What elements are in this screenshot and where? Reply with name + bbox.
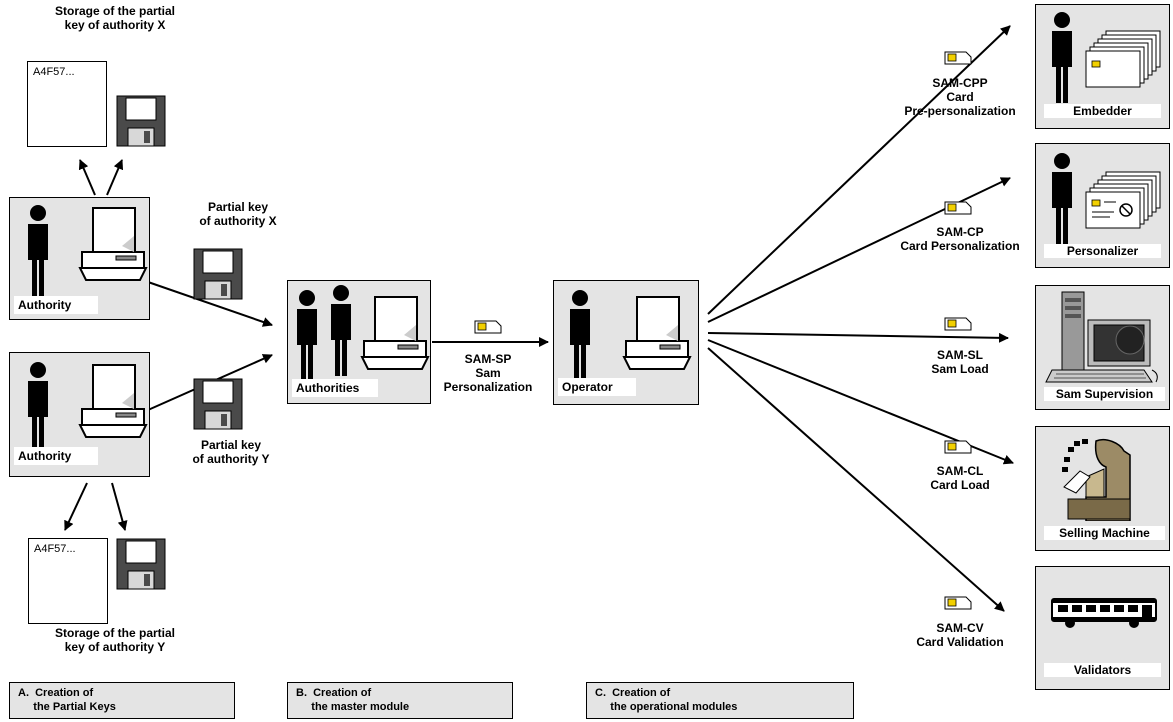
operator-label: Operator xyxy=(558,378,636,396)
flow-sam-cp-label: SAM-CP Card Personalization xyxy=(900,225,1020,253)
partial-key-x-label: Partial key of authority X xyxy=(199,200,277,228)
embedder-box: Embedder xyxy=(1035,4,1170,129)
validators-box: Validators xyxy=(1035,566,1170,690)
arrow-authority-x-to-disk xyxy=(106,159,124,196)
partial-key-y-label: Partial key of authority Y xyxy=(192,438,270,466)
bus-icon xyxy=(1051,598,1157,628)
phase-b-label: B. Creation of the master module xyxy=(287,682,513,719)
sam-supervision-label: Sam Supervision xyxy=(1044,387,1165,401)
computer-icon xyxy=(622,296,692,370)
person-icon xyxy=(570,290,590,381)
authorities-label: Authorities xyxy=(292,379,378,397)
flow-sam-cv-label: SAM-CV Card Validation xyxy=(916,621,1004,649)
phase-c-label: C. Creation of the operational modules xyxy=(586,682,854,719)
floppy-disk-icon xyxy=(116,538,166,590)
selling-machine-label: Selling Machine xyxy=(1044,526,1165,540)
floppy-disk-icon xyxy=(116,95,166,147)
arrow-to-sam-supervision xyxy=(707,332,1009,343)
arrow-authority-x-to-doc xyxy=(78,159,96,196)
sam-card-icon xyxy=(944,596,972,610)
sam-card-icon xyxy=(474,320,502,334)
authority-x-label: Authority xyxy=(14,296,98,314)
storage-x-doc-text: A4F57... xyxy=(33,66,75,78)
person-icon xyxy=(331,285,351,376)
computer-icon xyxy=(360,296,430,370)
arrow-authority-y-to-disk xyxy=(111,482,128,531)
storage-y-document: A4F57... xyxy=(28,538,108,624)
arrow-to-embedder xyxy=(707,25,1011,315)
selling-machine-box: Selling Machine xyxy=(1035,426,1170,551)
personalized-card-stack-icon xyxy=(1085,171,1161,229)
sam-supervision-box: Sam Supervision xyxy=(1035,285,1170,410)
cash-register-icon xyxy=(1062,439,1131,521)
arrow-authority-y-to-doc xyxy=(64,482,88,531)
sam-card-icon xyxy=(944,201,972,215)
person-icon xyxy=(28,362,48,453)
sam-card-icon xyxy=(944,51,972,65)
floppy-disk-icon xyxy=(193,378,243,430)
flow-sam-cl-label: SAM-CL Card Load xyxy=(930,464,990,492)
phase-a-label: A. Creation of the Partial Keys xyxy=(9,682,235,719)
sam-card-icon xyxy=(944,317,972,331)
validators-label: Validators xyxy=(1044,663,1161,677)
storage-x-document: A4F57... xyxy=(27,61,107,147)
authorities-box: Authorities xyxy=(287,280,431,404)
floppy-disk-icon xyxy=(193,248,243,300)
embedder-label: Embedder xyxy=(1044,104,1161,118)
personalizer-label: Personalizer xyxy=(1044,244,1161,258)
workstation-icon xyxy=(1045,291,1158,383)
authority-y-label: Authority xyxy=(14,447,98,465)
flow-sam-cpp-label: SAM-CPP Card Pre-personalization xyxy=(904,76,1016,118)
person-icon xyxy=(1052,12,1072,103)
storage-x-title: Storage of the partial key of authority … xyxy=(54,4,176,32)
computer-icon xyxy=(78,207,148,281)
computer-icon xyxy=(78,364,148,438)
flow-sam-sl-label: SAM-SL Sam Load xyxy=(931,348,989,376)
personalizer-box: Personalizer xyxy=(1035,143,1170,268)
sam-card-icon xyxy=(944,440,972,454)
storage-y-doc-text: A4F57... xyxy=(34,543,76,555)
authority-y-box: Authority xyxy=(9,352,150,477)
storage-y-title: Storage of the partial key of authority … xyxy=(54,626,176,654)
authority-x-box: Authority xyxy=(9,197,150,320)
person-icon xyxy=(28,205,48,296)
card-stack-icon xyxy=(1085,30,1161,88)
sam-sp-label: SAM-SP Sam Personalization xyxy=(443,352,533,394)
person-icon xyxy=(1052,153,1072,244)
arrow-to-validators xyxy=(707,347,1005,612)
operator-box: Operator xyxy=(553,280,699,405)
person-icon xyxy=(297,290,317,381)
arrow-authority-x-to-authorities xyxy=(147,281,273,327)
